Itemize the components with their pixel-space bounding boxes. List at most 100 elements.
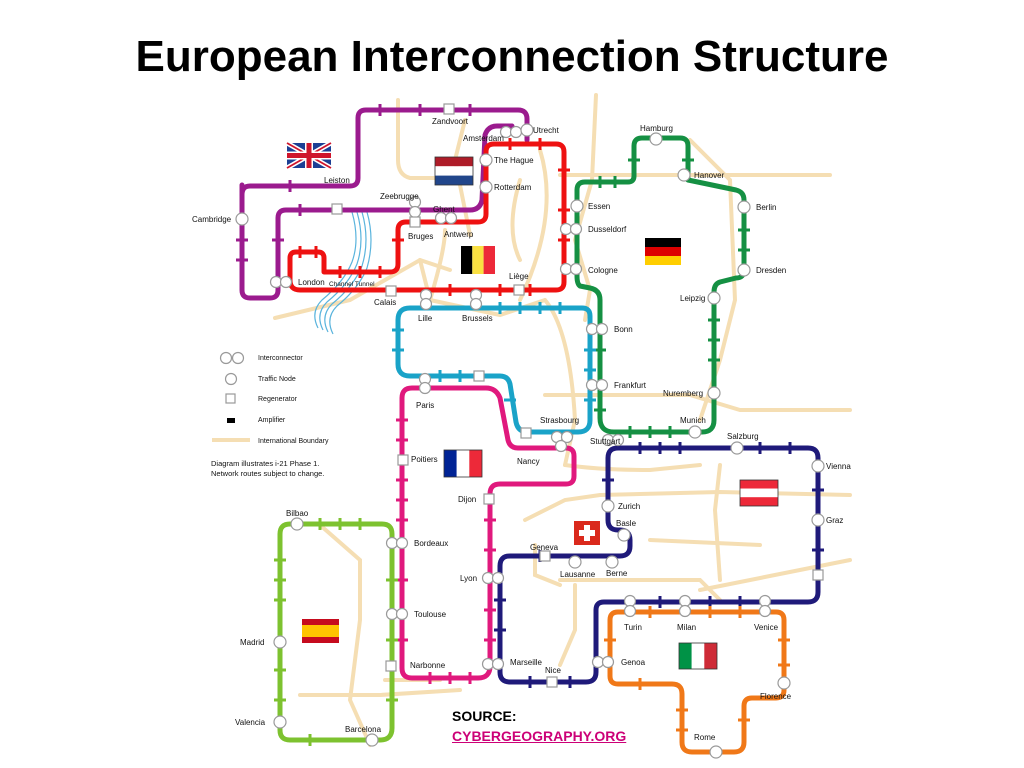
label-liege: Liège [509, 272, 529, 281]
node-essen [570, 199, 584, 213]
label-dresden: Dresden [756, 266, 786, 275]
label-munich: Munich [680, 416, 706, 425]
label-dijon: Dijon [458, 495, 476, 504]
label-bordeaux: Bordeaux [414, 539, 448, 548]
label-calais: Calais [374, 298, 396, 307]
label-graz: Graz [826, 516, 843, 525]
regen-narbonne [385, 660, 397, 672]
interconnector-genoa [591, 655, 615, 669]
node-valencia [273, 715, 287, 729]
label-toulouse: Toulouse [414, 610, 447, 619]
label-hamburg: Hamburg [640, 124, 673, 133]
legend-regenerator-icon [225, 393, 236, 404]
italy-ring [607, 609, 787, 755]
label-vienna: Vienna [826, 462, 851, 471]
source-label: SOURCE: [452, 708, 517, 724]
label-genoa: Genoa [621, 658, 646, 667]
node-rotterdam [479, 180, 493, 194]
legend-interconnector-icon [219, 351, 245, 365]
source-link[interactable]: CYBERGEOGRAPHY.ORG [452, 728, 627, 744]
interconnector-lyon [481, 571, 505, 585]
flag-belgium [461, 246, 495, 274]
node-lausanne [568, 555, 582, 569]
label-brussels: Brussels [462, 314, 493, 323]
interconnector-amsterdam [499, 125, 523, 139]
node-graz [811, 513, 825, 527]
node-hague [479, 153, 493, 167]
spain-ring [277, 521, 395, 743]
legend-interconnector-label: Interconnector [258, 355, 303, 362]
interconnector-toulouse [385, 607, 409, 621]
interconnector-turin [623, 594, 637, 618]
label-salzburg: Salzburg [727, 432, 759, 441]
interconnector-cologne [559, 262, 583, 276]
legend-note-line2: Network routes subject to change. [211, 469, 325, 478]
regen-ghent [409, 216, 421, 228]
legend-traffic-node-icon [224, 372, 238, 386]
label-zandvoort: Zandvoort [432, 117, 469, 126]
interconnector-nancy [554, 439, 568, 453]
label-london: London [298, 278, 325, 287]
label-venice: Venice [754, 623, 779, 632]
node-berne [605, 555, 619, 569]
node-rome [709, 745, 723, 759]
label-poitiers: Poitiers [411, 455, 438, 464]
label-florence: Florence [760, 692, 792, 701]
node-utrecht [520, 123, 534, 137]
label-leiston: Leiston [324, 176, 350, 185]
interconnector-ghent [434, 211, 458, 225]
flag-netherlands [434, 156, 474, 186]
legend-note: Diagram illustrates i-21 Phase 1. Networ… [211, 459, 381, 479]
interconnector-strasbourg [550, 430, 574, 444]
interconnector-bordeaux [385, 536, 409, 550]
label-bonn: Bonn [614, 325, 633, 334]
uk-ring-outer [239, 107, 530, 198]
regen-poitiers [397, 454, 409, 466]
interconnector-dusseldorf [559, 222, 583, 236]
legend-amplifier-label: Amplifier [258, 417, 286, 424]
label-berlin: Berlin [756, 203, 776, 212]
label-rome: Rome [694, 733, 716, 742]
label-utrecht: Utrecht [533, 126, 560, 135]
label-valencia: Valencia [235, 718, 266, 727]
label-hanover: Hanover [694, 171, 725, 180]
international-boundaries [273, 93, 852, 747]
legend-note-line1: Diagram illustrates i-21 Phase 1. [211, 459, 320, 468]
node-munich [688, 425, 702, 439]
label-hague: The Hague [494, 156, 534, 165]
label-lausanne: Lausanne [560, 570, 596, 579]
interconnector-paris [418, 372, 432, 395]
flag-austria [739, 479, 779, 507]
label-essen: Essen [588, 202, 610, 211]
regen-calais [385, 285, 397, 297]
label-marseille: Marseille [510, 658, 543, 667]
france-ring [399, 385, 577, 681]
node-barcelona [365, 733, 379, 747]
interconnectors [269, 125, 772, 671]
regen-zandvoort [443, 103, 455, 115]
node-dresden [737, 263, 751, 277]
node-zurich [601, 499, 615, 513]
legend-regenerator-label: Regenerator [258, 396, 298, 403]
node-florence [777, 676, 791, 690]
traffic-nodes [235, 123, 825, 759]
label-milan: Milan [677, 623, 696, 632]
node-nuremberg [707, 386, 721, 400]
label-nuremberg: Nuremberg [663, 389, 703, 398]
regen-blue [520, 427, 532, 439]
label-narbonne: Narbonne [410, 661, 446, 670]
regen-graz2 [812, 569, 824, 581]
label-lille: Lille [418, 314, 433, 323]
label-barcelona: Barcelona [345, 725, 382, 734]
regen-strasbourg [473, 370, 485, 382]
label-basle: Basle [616, 519, 637, 528]
legend-amplifier-icon [227, 418, 235, 423]
interconnector-zeebrugge [408, 195, 422, 219]
regenerators [331, 103, 824, 688]
city-labels: Zandvoort Amsterdam Utrecht The Hague Ro… [192, 117, 851, 742]
interconnector-marseille [481, 657, 505, 671]
flag-spain [302, 619, 339, 643]
label-channel-tunnel: Channel Tunnel [329, 281, 375, 288]
label-frankfurt: Frankfurt [614, 381, 647, 390]
interconnector-bonn [585, 322, 609, 336]
